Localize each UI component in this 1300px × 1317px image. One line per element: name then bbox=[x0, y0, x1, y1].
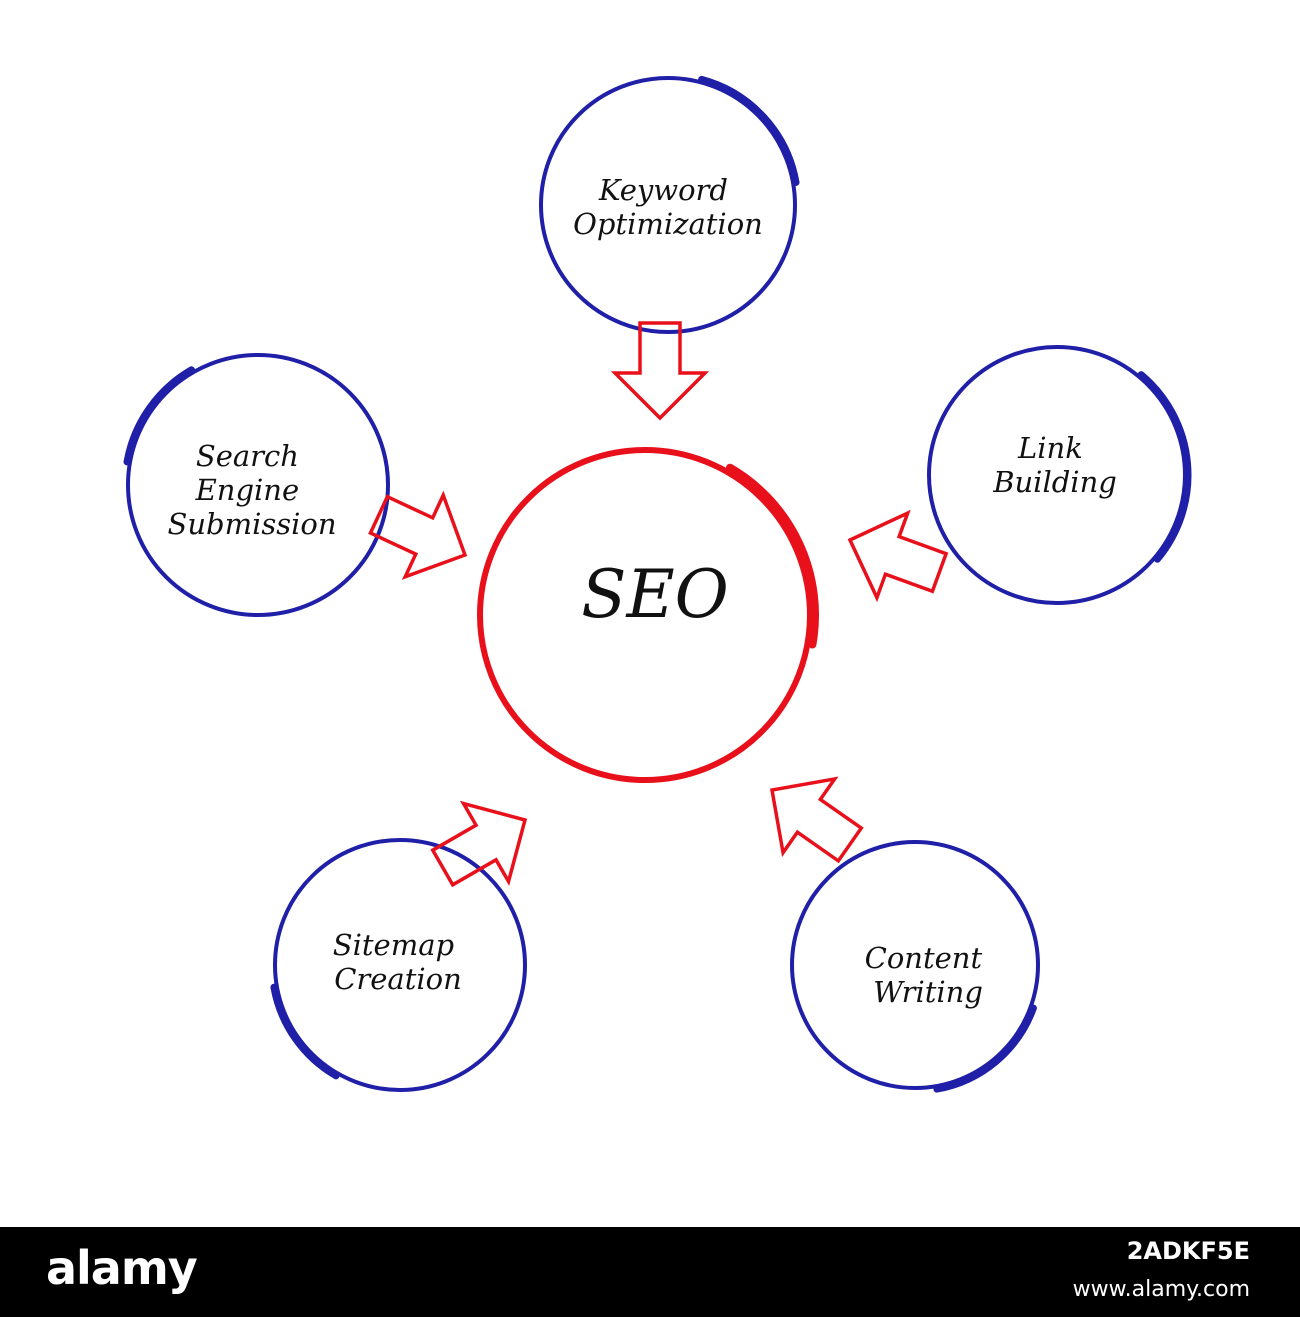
watermark-footer: alamy 2ADKF5E www.alamy.com bbox=[0, 1227, 1300, 1317]
node-ring-content bbox=[790, 840, 1040, 1090]
center-ring bbox=[477, 447, 813, 783]
node-ring-search-accent bbox=[123, 366, 195, 466]
arrow-content-to-seo bbox=[769, 776, 864, 864]
node-label-search: Search Engine Submission bbox=[167, 439, 336, 541]
node-search-line-3: Submission bbox=[167, 507, 336, 541]
site-url: www.alamy.com bbox=[1072, 1277, 1250, 1302]
center-label-seo: SEO bbox=[581, 556, 729, 633]
node-keyword-line-2: Optimization bbox=[573, 207, 763, 241]
rings-layer bbox=[123, 75, 1192, 1093]
node-label-sitemap: Sitemap Creation bbox=[333, 928, 464, 996]
arrow-keyword-to-seo bbox=[610, 321, 710, 421]
node-link-line-1: Link bbox=[1017, 431, 1083, 465]
node-ring-link-accent bbox=[1137, 371, 1192, 563]
node-label-content: Content Writing bbox=[865, 941, 992, 1009]
node-ring-keyword-accent bbox=[698, 75, 800, 186]
arrows-layer bbox=[368, 321, 949, 888]
arrow-link-to-seo bbox=[847, 509, 949, 603]
image-id: 2ADKF5E bbox=[1126, 1237, 1250, 1265]
node-ring-sitemap-accent bbox=[270, 983, 340, 1080]
seo-diagram: SEO Keyword Optimization Link Building C… bbox=[123, 75, 1192, 1093]
node-ring-keyword bbox=[539, 76, 797, 334]
arrow-search-to-seo bbox=[368, 490, 468, 580]
node-ring-search bbox=[126, 353, 390, 617]
node-ring-content-accent bbox=[933, 1004, 1037, 1093]
node-content-line-1: Content bbox=[865, 941, 983, 975]
node-sitemap-line-1: Sitemap bbox=[333, 928, 454, 962]
node-search-line-2: Engine bbox=[195, 473, 300, 507]
node-sitemap-line-2: Creation bbox=[334, 962, 462, 996]
arrow-sitemap-to-seo bbox=[430, 800, 528, 888]
node-keyword-line-1: Keyword bbox=[598, 173, 728, 207]
node-content-line-2: Writing bbox=[873, 975, 983, 1009]
brand-logo: alamy bbox=[46, 1241, 198, 1295]
node-search-line-1: Search bbox=[196, 439, 299, 473]
node-link-line-2: Building bbox=[992, 465, 1117, 499]
node-ring-sitemap bbox=[273, 838, 527, 1092]
node-label-keyword: Keyword Optimization bbox=[573, 173, 763, 241]
center-ring-accent bbox=[726, 463, 819, 649]
node-label-link: Link Building bbox=[992, 431, 1117, 499]
